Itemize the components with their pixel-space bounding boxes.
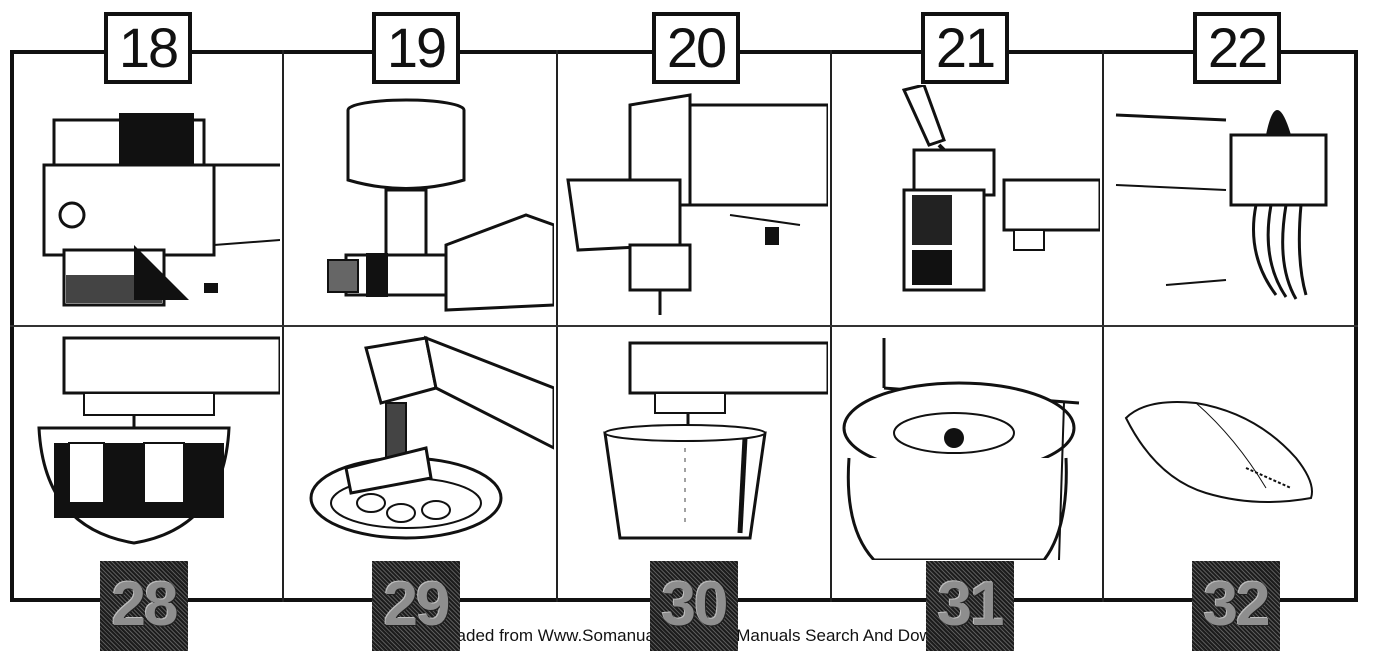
- fig-31-illustration: [834, 328, 1100, 560]
- fig-21-illustration: [834, 85, 1100, 323]
- figure-number-28: 28: [100, 561, 188, 651]
- fig-20-illustration: [560, 85, 828, 323]
- fig-22-illustration: [1106, 85, 1354, 323]
- figure-number-22: 22: [1193, 12, 1281, 84]
- figure-number-19: 19: [372, 12, 460, 84]
- figure-number-18: 18: [104, 12, 192, 84]
- fig-29-illustration: [286, 328, 554, 560]
- fig-18-illustration: [14, 85, 280, 323]
- figure-number-32: 32: [1192, 561, 1280, 651]
- fig-19-illustration: [286, 85, 554, 323]
- fig-30-illustration: [560, 328, 828, 560]
- figure-number-31: 31: [926, 561, 1014, 651]
- figure-number-30: 30: [650, 561, 738, 651]
- figure-number-20: 20: [652, 12, 740, 84]
- fig-28-illustration: [14, 328, 280, 560]
- fig-32-illustration: [1106, 328, 1354, 560]
- figure-number-29: 29: [372, 561, 460, 651]
- grid-divider: [10, 325, 1358, 327]
- figure-number-21: 21: [921, 12, 1009, 84]
